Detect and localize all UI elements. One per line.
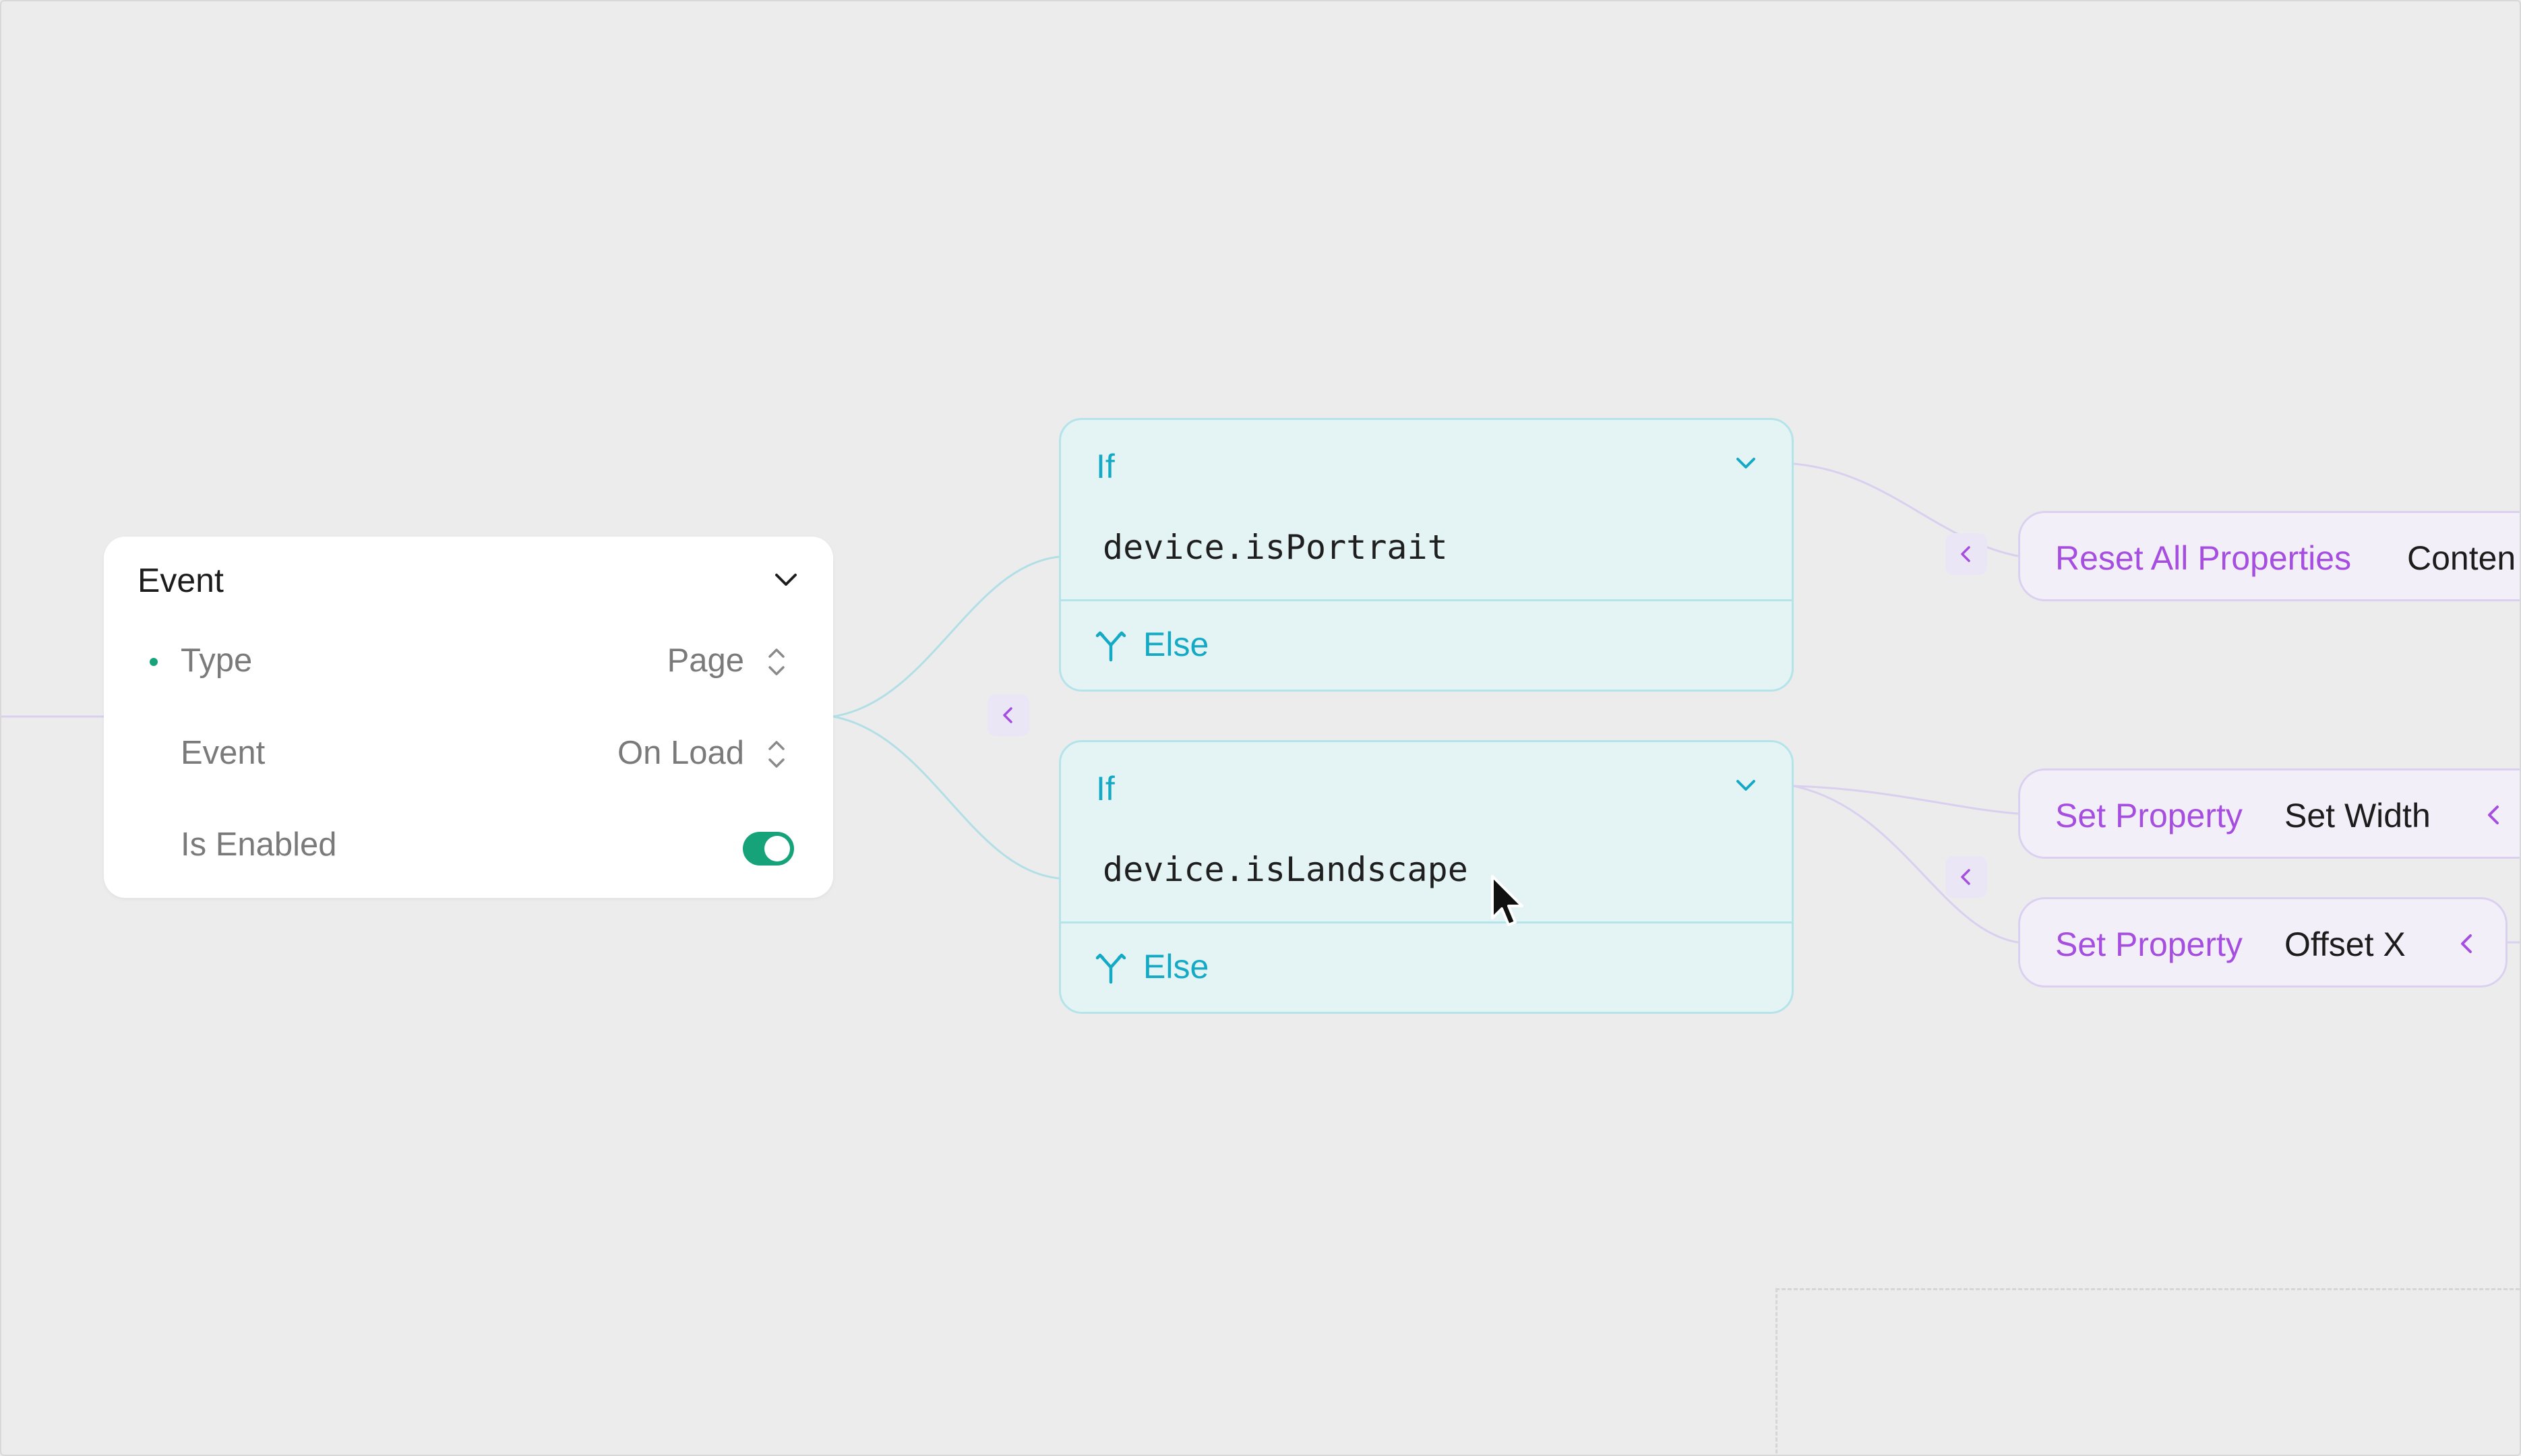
divider xyxy=(1061,921,1792,923)
chevron-left-icon xyxy=(1961,869,1970,885)
wire-if-landscape-to-offset xyxy=(1793,785,2019,944)
branch-icon xyxy=(1095,631,1126,662)
up-down-icon[interactable] xyxy=(764,734,789,775)
wire-event-to-if-landscape xyxy=(832,715,1060,880)
type-select-value[interactable]: Page xyxy=(667,642,744,679)
event-node-title: Event xyxy=(138,562,224,599)
event-node[interactable]: Event Type Page Event On Load Is Enabled xyxy=(104,537,833,898)
action-kind: Reset All Properties xyxy=(2055,539,2352,577)
property-label: Event xyxy=(181,735,266,771)
else-label: Else xyxy=(1143,948,1209,985)
chevron-left-icon[interactable] xyxy=(2480,799,2507,831)
if-label: If xyxy=(1096,770,1115,808)
condition-expression[interactable]: device.isPortrait xyxy=(1103,528,1448,567)
action-kind: Set Property xyxy=(2055,797,2243,835)
chevron-down-icon[interactable] xyxy=(1730,769,1762,801)
wire-if-landscape-to-set-width xyxy=(1793,785,2019,815)
action-node-offset-x[interactable]: Set Property Offset X xyxy=(2018,897,2508,988)
collapse-actions-button[interactable] xyxy=(1945,533,1987,575)
is-enabled-toggle[interactable] xyxy=(743,832,794,866)
branch-icon xyxy=(1095,953,1126,984)
collapse-actions-button[interactable] xyxy=(1945,856,1987,898)
property-row-type[interactable]: Type Page xyxy=(104,626,833,693)
action-detail: Offset X xyxy=(2284,926,2406,963)
event-select-value[interactable]: On Load xyxy=(617,735,744,771)
action-detail: Conten xyxy=(2407,539,2516,577)
mouse-cursor-icon xyxy=(1491,875,1523,926)
action-detail: Set Width xyxy=(2284,797,2431,835)
property-row-is-enabled[interactable]: Is Enabled xyxy=(104,810,833,877)
action-node-set-width[interactable]: Set Property Set Width xyxy=(2018,768,2521,859)
property-row-event[interactable]: Event On Load xyxy=(104,718,833,785)
chevron-down-icon[interactable] xyxy=(1730,447,1762,479)
property-label: Type xyxy=(181,642,253,679)
action-node-reset-all-properties[interactable]: Reset All Properties Conten xyxy=(2018,511,2521,601)
if-node-landscape[interactable]: If device.isLandscape Else xyxy=(1059,740,1794,1014)
condition-expression[interactable]: device.isLandscape xyxy=(1103,850,1468,889)
wire-event-to-if-portrait xyxy=(832,555,1060,718)
action-kind: Set Property xyxy=(2055,926,2243,963)
if-node-portrait[interactable]: If device.isPortrait Else xyxy=(1059,418,1794,692)
else-label: Else xyxy=(1143,626,1209,663)
chevron-left-icon xyxy=(1003,707,1012,723)
chevron-left-icon[interactable] xyxy=(2453,928,2480,960)
divider xyxy=(1061,599,1792,601)
chevron-down-icon[interactable] xyxy=(770,564,802,596)
property-label: Is Enabled xyxy=(181,826,337,863)
chevron-left-icon xyxy=(1961,546,1970,562)
up-down-icon[interactable] xyxy=(764,642,789,682)
if-label: If xyxy=(1096,448,1115,485)
dashed-placeholder-region xyxy=(1775,1288,2521,1456)
required-dot xyxy=(150,658,158,666)
toggle-knob xyxy=(764,836,790,861)
collapse-branches-button[interactable] xyxy=(988,694,1029,736)
